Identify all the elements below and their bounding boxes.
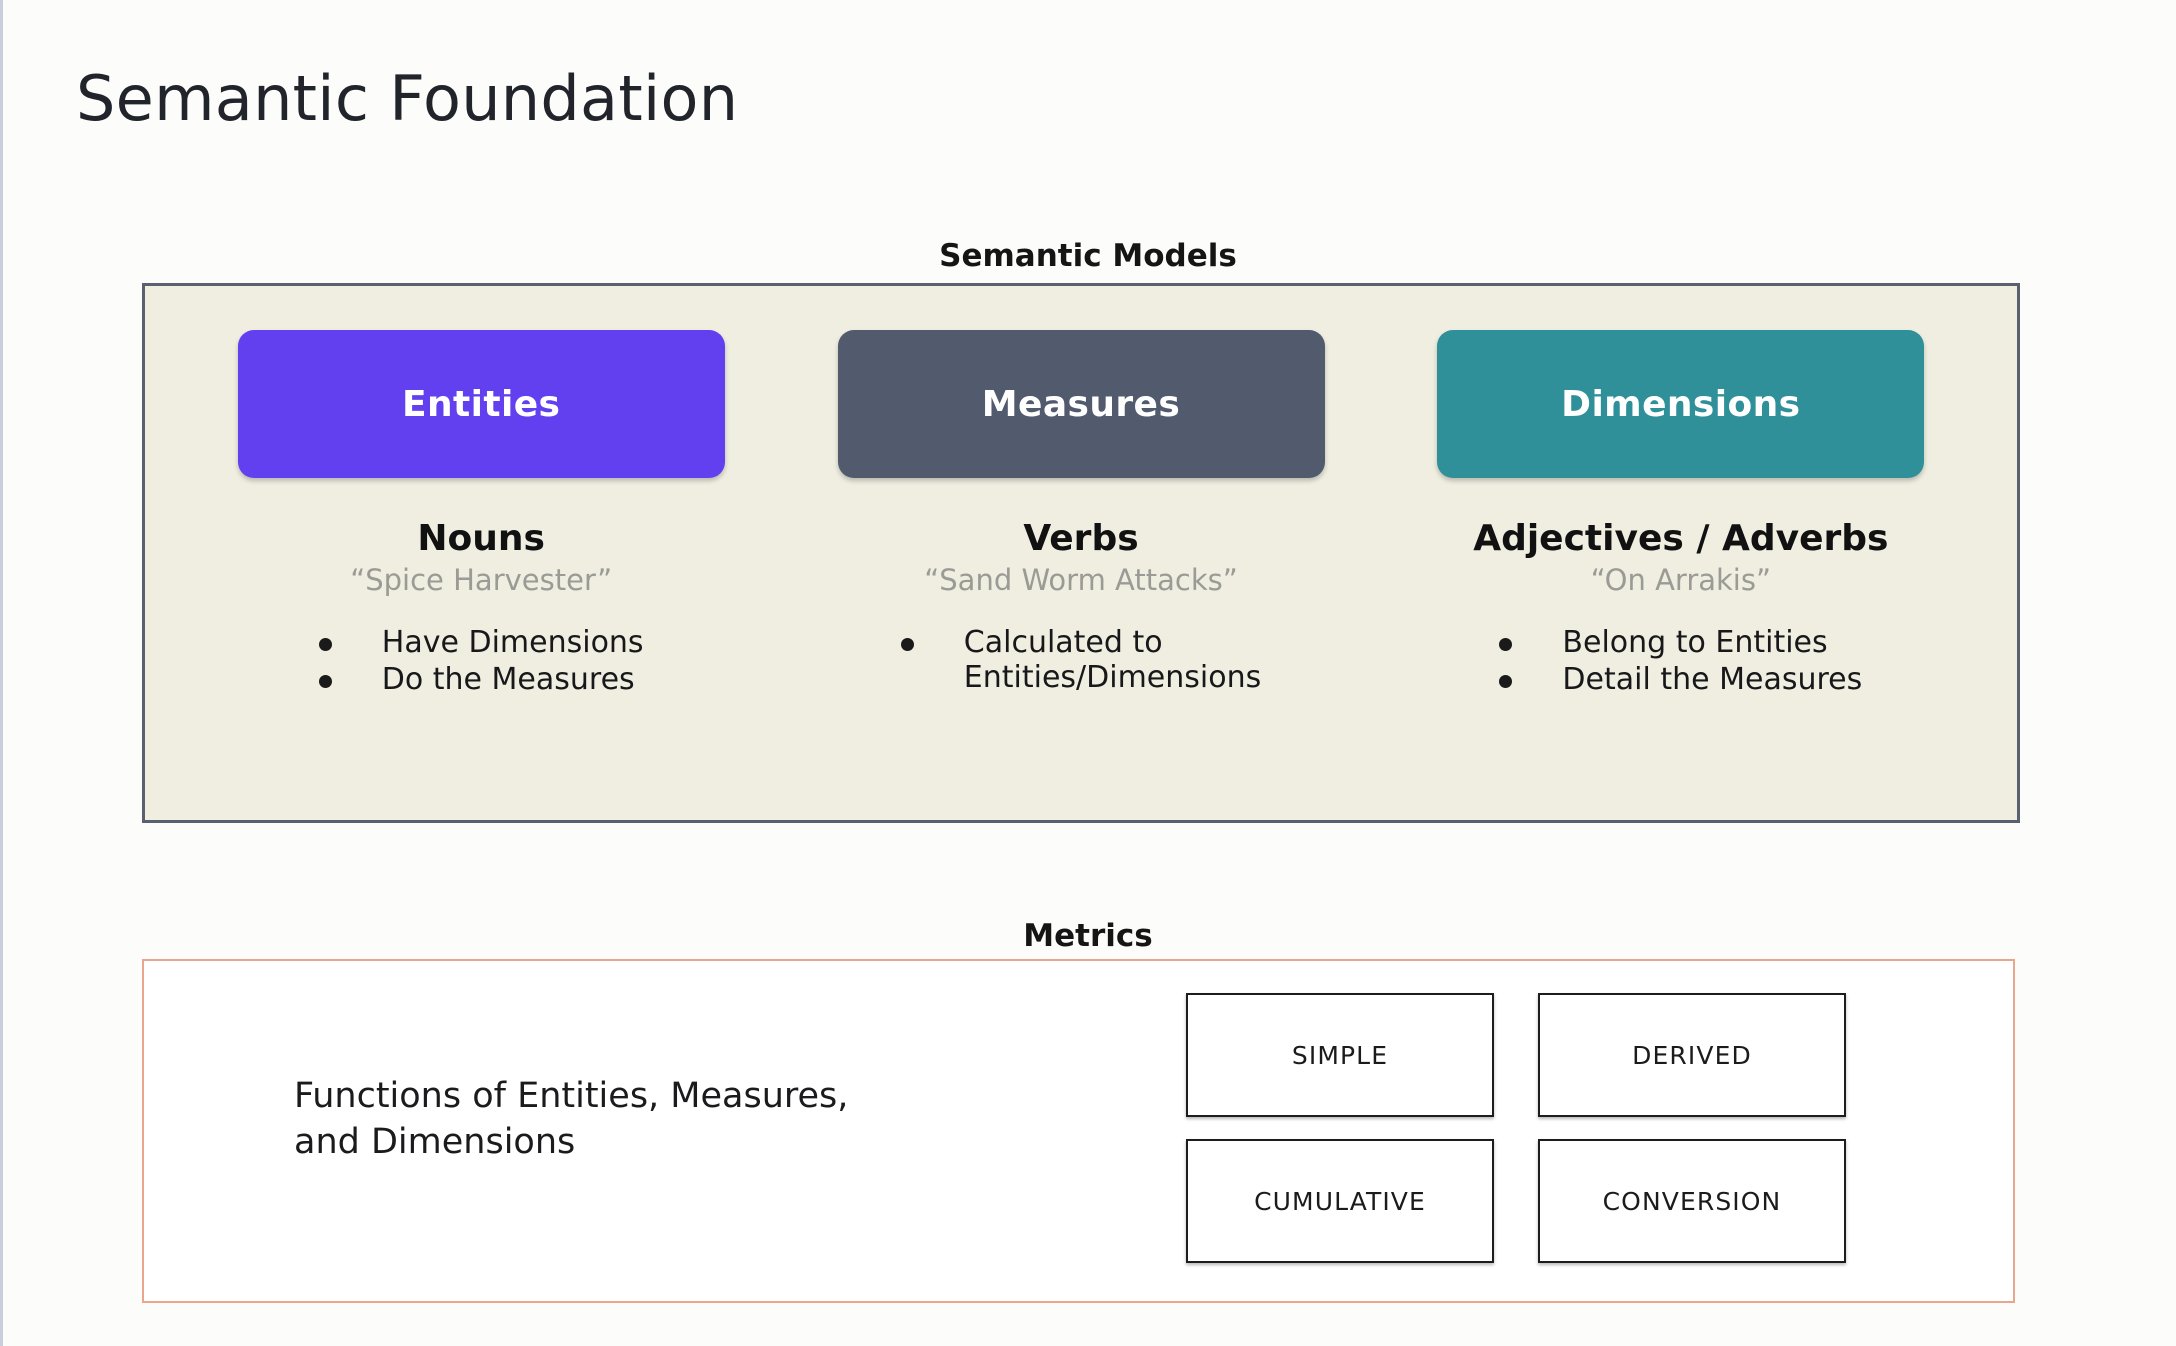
bullet-list-entities: Have Dimensions Do the Measures <box>318 625 644 700</box>
semantic-models-panel: Entities Nouns “Spice Harvester” Have Di… <box>142 283 2020 823</box>
bullet-dot-icon <box>1499 638 1513 651</box>
page-title: Semantic Foundation <box>76 62 739 135</box>
list-item: Do the Measures <box>318 662 644 698</box>
left-edge-rule <box>0 0 3 1346</box>
metrics-caption: Metrics <box>1023 918 1153 954</box>
bullet-dot-icon <box>318 638 332 651</box>
chip-entities[interactable]: Entities <box>237 330 725 478</box>
bullet-text: Have Dimensions <box>381 625 644 660</box>
example-measures: “Sand Worm Attacks” <box>924 563 1238 597</box>
bullet-list-measures: Calculated to Entities/Dimensions <box>900 625 1262 698</box>
model-column-measures: Measures Verbs “Sand Worm Attacks” Calcu… <box>772 286 1389 820</box>
example-dimensions: “On Arrakis” <box>1590 563 1771 597</box>
bullet-dot-icon <box>1499 675 1513 689</box>
part-of-speech-measures: Verbs <box>1023 518 1139 559</box>
list-item: Have Dimensions <box>318 625 644 660</box>
model-column-dimensions: Dimensions Adjectives / Adverbs “On Arra… <box>1390 286 1972 820</box>
metrics-description: Functions of Entities, Measures, and Dim… <box>294 1076 849 1163</box>
bullet-dot-icon <box>900 638 914 651</box>
bullet-text: Detail the Measures <box>1562 662 1863 698</box>
bullet-text: Do the Measures <box>381 662 635 698</box>
chip-measures[interactable]: Measures <box>837 330 1325 478</box>
chip-dimensions[interactable]: Dimensions <box>1437 330 1925 478</box>
example-entities: “Spice Harvester” <box>350 563 613 597</box>
metric-card-cumulative[interactable]: CUMULATIVE <box>1186 1139 1494 1263</box>
bullet-dot-icon <box>318 675 332 689</box>
list-item: Belong to Entities <box>1499 625 1862 660</box>
semantic-models-caption: Semantic Models <box>939 238 1237 274</box>
metric-type-grid: SIMPLE DERIVED CUMULATIVE CONVERSION <box>1186 993 1846 1263</box>
bullet-text: Calculated to Entities/Dimensions <box>963 625 1262 696</box>
metrics-panel: Functions of Entities, Measures, and Dim… <box>142 959 2015 1303</box>
part-of-speech-entities: Nouns <box>417 518 545 559</box>
semantic-models-grid: Entities Nouns “Spice Harvester” Have Di… <box>145 286 2017 820</box>
model-column-entities: Entities Nouns “Spice Harvester” Have Di… <box>190 286 772 820</box>
list-item: Detail the Measures <box>1499 662 1862 697</box>
part-of-speech-dimensions: Adjectives / Adverbs <box>1473 518 1889 559</box>
list-item: Calculated to Entities/Dimensions <box>900 625 1262 696</box>
bullet-list-dimensions: Belong to Entities Detail the Measures <box>1499 625 1862 700</box>
metric-card-simple[interactable]: SIMPLE <box>1186 993 1494 1117</box>
metric-card-conversion[interactable]: CONVERSION <box>1538 1139 1846 1263</box>
bullet-text: Belong to Entities <box>1562 625 1828 660</box>
metric-card-derived[interactable]: DERIVED <box>1538 993 1846 1117</box>
